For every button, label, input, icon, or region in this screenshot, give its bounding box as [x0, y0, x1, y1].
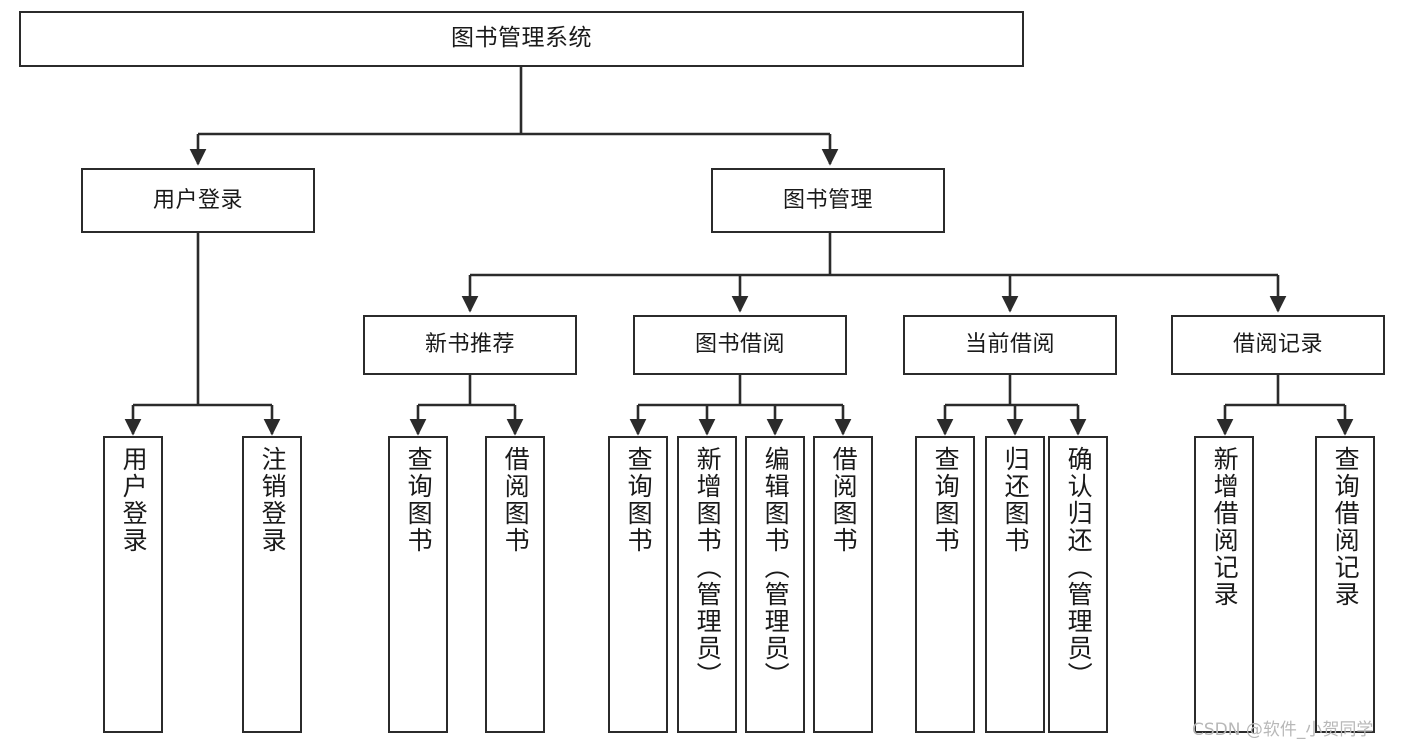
leaf-user-login-login[interactable]: 用户登录	[103, 436, 163, 733]
node-root-book-management-system[interactable]: 图书管理系统	[19, 11, 1024, 67]
leaf-book-borrow-add-book-admin[interactable]: 新增图书（管理员）	[677, 436, 737, 733]
node-label: 新增图书（管理员）	[693, 446, 723, 689]
leaf-current-borrow-return-book[interactable]: 归还图书	[985, 436, 1045, 733]
leaf-new-book-borrow[interactable]: 借阅图书	[485, 436, 545, 733]
node-label: 借阅图书	[501, 446, 531, 554]
leaf-user-login-logout[interactable]: 注销登录	[242, 436, 302, 733]
node-book-borrowing[interactable]: 图书借阅	[633, 315, 847, 375]
leaf-current-borrow-confirm-return-admin[interactable]: 确认归还（管理员）	[1048, 436, 1108, 733]
node-label: 编辑图书（管理员）	[761, 446, 791, 689]
node-label: 确认归还（管理员）	[1064, 446, 1094, 689]
leaf-book-borrow-query[interactable]: 查询图书	[608, 436, 668, 733]
node-user-login[interactable]: 用户登录	[81, 168, 315, 233]
node-label: 借阅图书	[829, 446, 859, 554]
node-label: 查询图书	[931, 446, 961, 554]
csdn-watermark: CSDN @软件_小贺同学	[1192, 720, 1374, 740]
node-label: 新书推荐	[424, 332, 515, 358]
node-label: 借阅记录	[1232, 332, 1323, 358]
node-label: 图书借阅	[694, 332, 785, 358]
node-label: 注销登录	[258, 446, 288, 554]
node-borrowing-records[interactable]: 借阅记录	[1171, 315, 1385, 375]
node-label: 用户登录	[119, 446, 149, 554]
leaf-record-add-borrow-record[interactable]: 新增借阅记录	[1194, 436, 1254, 733]
node-label: 当前借阅	[964, 332, 1055, 358]
leaf-book-borrow-borrow-book[interactable]: 借阅图书	[813, 436, 873, 733]
node-label: 查询图书	[404, 446, 434, 554]
leaf-record-query-borrow-record[interactable]: 查询借阅记录	[1315, 436, 1375, 733]
leaf-book-borrow-edit-book-admin[interactable]: 编辑图书（管理员）	[745, 436, 805, 733]
leaf-new-book-query[interactable]: 查询图书	[388, 436, 448, 733]
leaf-current-borrow-query[interactable]: 查询图书	[915, 436, 975, 733]
node-label: 图书管理	[782, 187, 873, 213]
node-label: 图书管理系统	[451, 25, 592, 52]
node-book-management[interactable]: 图书管理	[711, 168, 945, 233]
node-current-borrowing[interactable]: 当前借阅	[903, 315, 1117, 375]
node-label: 归还图书	[1001, 446, 1031, 554]
node-label: 新增借阅记录	[1210, 446, 1240, 608]
node-new-book-recommendation[interactable]: 新书推荐	[363, 315, 577, 375]
node-label: 用户登录	[152, 187, 243, 213]
node-label: 查询图书	[624, 446, 654, 554]
node-label: 查询借阅记录	[1331, 446, 1361, 608]
